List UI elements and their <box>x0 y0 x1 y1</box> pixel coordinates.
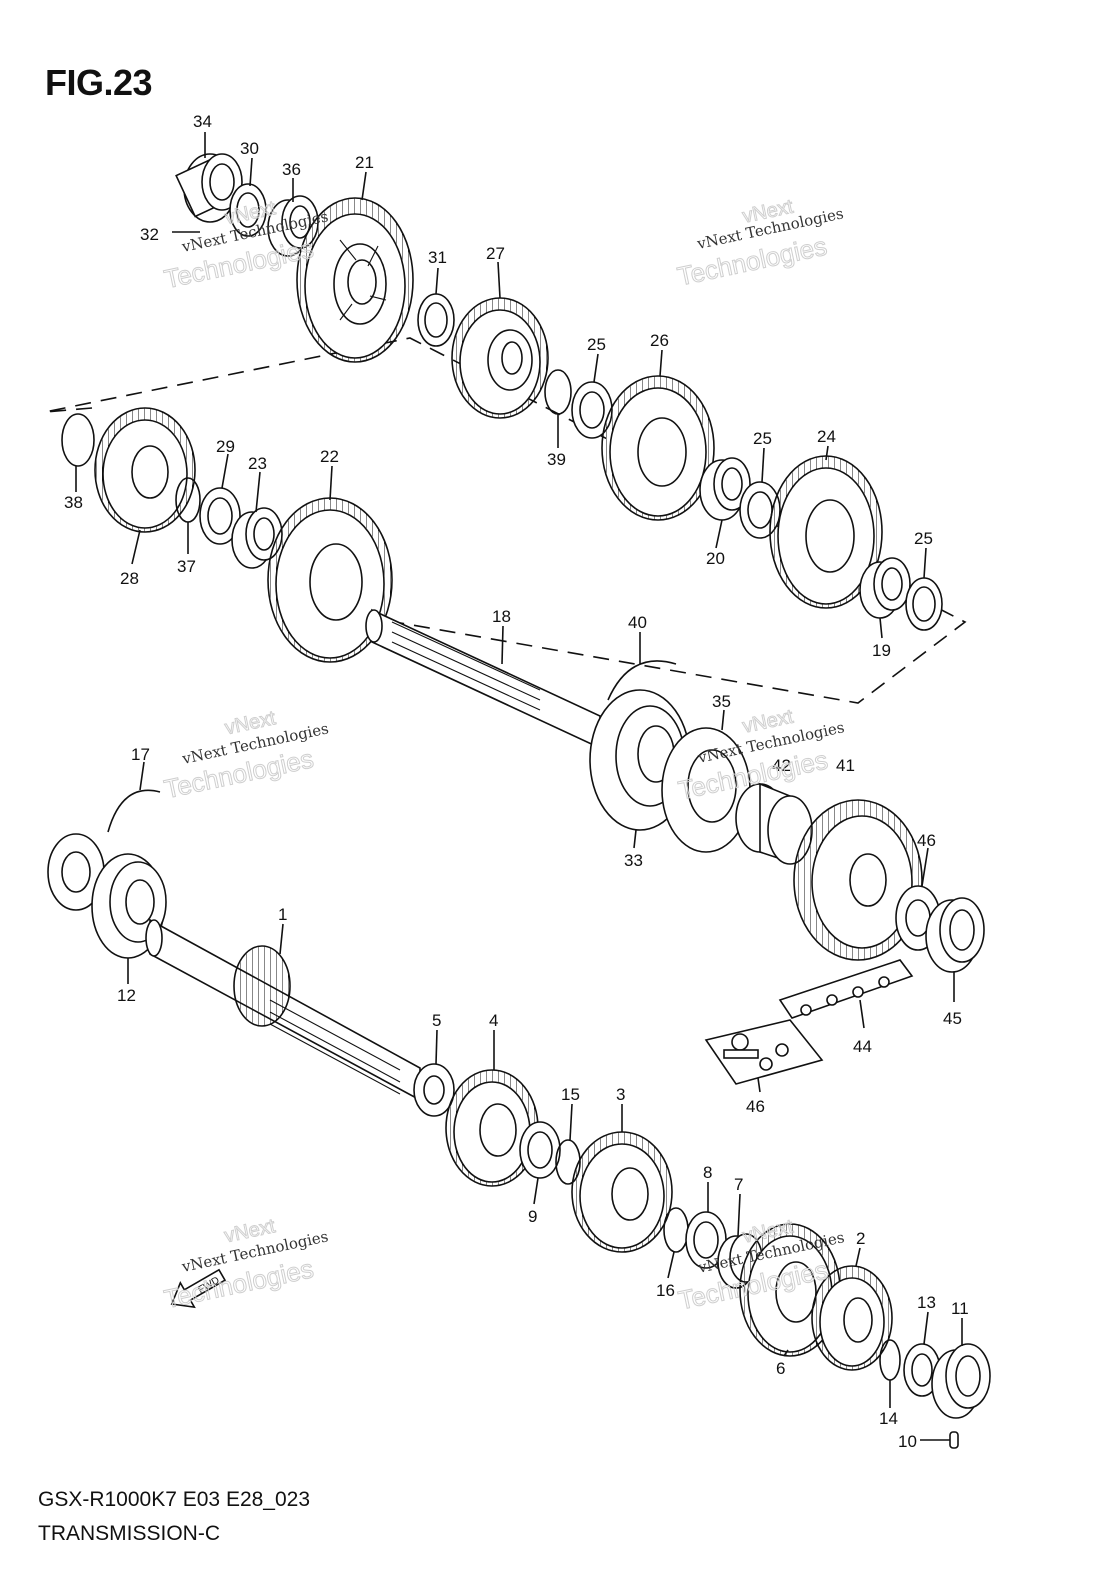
ball-bearing-33 <box>589 689 691 831</box>
washer-12a <box>47 833 105 911</box>
gear-21 <box>296 197 414 363</box>
sprocket-41 <box>793 799 923 961</box>
callout-39: 39 <box>547 450 566 469</box>
ring-40 <box>607 660 677 701</box>
callout-25-b: 25 <box>753 429 772 448</box>
callout-25-a: 25 <box>587 335 606 354</box>
gear-4 <box>445 1069 539 1187</box>
circlip-16 <box>663 1207 689 1253</box>
washer-31 <box>417 293 455 347</box>
callout-2: 2 <box>856 1229 865 1248</box>
callout-36: 36 <box>282 160 301 179</box>
circlip-14 <box>879 1339 901 1381</box>
callout-29: 29 <box>216 437 235 456</box>
figure-title: FIG.23 <box>45 62 153 103</box>
gear-2 <box>811 1265 893 1371</box>
drive-chain-43 <box>778 959 914 1019</box>
callout-42: 42 <box>772 756 791 775</box>
model-code: GSX-R1000K7 E03 E28_023 <box>38 1488 311 1511</box>
driveshaft-1 <box>145 918 421 1102</box>
watermark-5: vNext vNext Technologies Technologies <box>161 1215 330 1315</box>
callout-38: 38 <box>64 493 83 512</box>
callout-13: 13 <box>917 1293 936 1312</box>
callout-45: 45 <box>943 1009 962 1028</box>
callout-3: 3 <box>616 1085 625 1104</box>
washer-25-c <box>905 577 943 631</box>
pin-10 <box>949 1431 959 1449</box>
callout-44: 46 <box>746 1097 765 1116</box>
callout-11: 11 <box>951 1299 969 1318</box>
callout-26: 26 <box>650 331 669 350</box>
washer-13 <box>903 1343 941 1397</box>
callout-33: 33 <box>624 851 643 870</box>
callout-46: 46 <box>917 831 936 850</box>
callout-25-c: 25 <box>914 529 933 548</box>
callout-7: 7 <box>734 1175 743 1194</box>
master-link-44 <box>704 1019 824 1085</box>
circlip-39 <box>544 369 572 415</box>
callout-34: 34 <box>193 112 212 131</box>
bushing-5 <box>413 1063 455 1117</box>
callout-6: 6 <box>776 1359 785 1378</box>
callout-15: 15 <box>561 1085 580 1104</box>
callout-21: 21 <box>355 153 374 172</box>
callout-24: 24 <box>817 427 836 446</box>
gear-27 <box>451 297 549 419</box>
ring-17 <box>107 789 161 833</box>
washer-30 <box>229 183 267 237</box>
callout-1: 1 <box>278 905 287 924</box>
callout-40: 40 <box>628 613 647 632</box>
needle-bearing-20 <box>699 457 751 521</box>
washer-8 <box>685 1211 727 1269</box>
gear-26 <box>601 375 715 521</box>
callout-19: 19 <box>872 641 891 660</box>
callout-22: 22 <box>320 447 339 466</box>
callout-20: 20 <box>706 549 725 568</box>
gear-3 <box>571 1131 673 1253</box>
callout-32: 32 <box>140 225 159 244</box>
callout-35: 35 <box>712 692 731 711</box>
callout-43: 44 <box>853 1037 872 1056</box>
callout-8: 8 <box>703 1163 712 1182</box>
callout-4: 4 <box>489 1011 498 1030</box>
callout-30: 30 <box>240 139 259 158</box>
gear-28 <box>94 407 196 533</box>
nut-45 <box>925 897 985 973</box>
callout-14: 14 <box>879 1409 898 1428</box>
watermark-2: vNext vNext Technologies Technologies <box>674 195 845 292</box>
needle-bearing-11 <box>931 1343 991 1419</box>
gear-22 <box>267 497 393 663</box>
callout-16: 16 <box>656 1281 675 1300</box>
callout-10: 10 <box>898 1432 917 1451</box>
callout-18: 18 <box>492 607 511 626</box>
callout-31: 31 <box>428 248 447 267</box>
callout-27: 27 <box>486 244 505 263</box>
callout-9: 9 <box>528 1207 537 1226</box>
callout-28: 28 <box>120 569 139 588</box>
callout-17: 17 <box>131 745 150 764</box>
countershaft-18 <box>365 608 601 750</box>
ring-38 <box>61 413 95 467</box>
callout-5: 5 <box>432 1011 441 1030</box>
callout-41: 41 <box>836 756 855 775</box>
needle-bearing-19 <box>859 557 911 619</box>
leader-lines <box>75 132 963 1441</box>
needle-bearing-34 <box>175 153 243 223</box>
callout-12: 12 <box>117 986 136 1005</box>
section-title: TRANSMISSION-C <box>38 1522 221 1545</box>
watermark-3: vNext vNext Technologies Technologies <box>161 707 330 805</box>
washer-25-a <box>571 381 613 439</box>
callout-23: 23 <box>248 454 267 473</box>
washer-9 <box>519 1121 561 1179</box>
oil-seal-35 <box>661 727 751 853</box>
washer-29 <box>199 487 241 545</box>
gear-24 <box>769 455 883 609</box>
callout-37: 37 <box>177 557 196 576</box>
